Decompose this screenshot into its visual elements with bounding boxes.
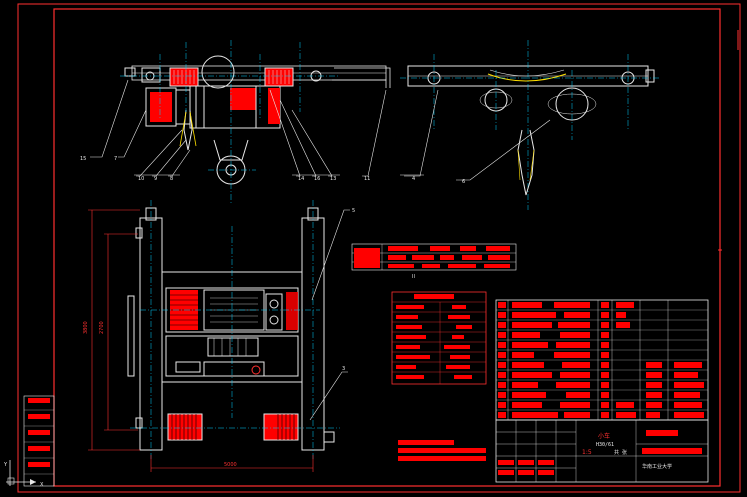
leader-label: 15: [80, 156, 86, 162]
leader-label: 11: [364, 176, 370, 182]
plan-view[interactable]: 3800 2700 5000 5 3: [83, 200, 355, 472]
dimension-inner-height: 2700: [99, 321, 105, 334]
title-block[interactable]: 小车 H30/61 1:5 共 张 华南工业大学: [495, 419, 709, 483]
sheet-count: 共 张: [614, 449, 627, 456]
drawing-code: H30/61: [596, 442, 614, 448]
leader-label: 13: [330, 176, 336, 182]
parts-list-table[interactable]: [495, 299, 709, 421]
leader-label: 9: [154, 176, 157, 182]
parameter-table[interactable]: [391, 291, 487, 385]
technical-spec-strip[interactable]: II: [351, 243, 517, 280]
drawing-frame: [17, 3, 741, 493]
dimension-bottom-width: 5000: [224, 462, 237, 468]
ucs-axis-icon: X Y: [3, 460, 44, 488]
ucs-y-label: Y: [3, 462, 8, 468]
leader-label: 4: [412, 176, 415, 182]
ucs-x-label: X: [40, 482, 44, 488]
leader-label: 5: [352, 208, 355, 214]
end-elevation-view[interactable]: 4 6: [400, 40, 660, 210]
leader-label: 3: [342, 366, 345, 372]
leader-label: 8: [170, 176, 173, 182]
leader-label: 14: [298, 176, 304, 182]
side-elevation-view[interactable]: 15 7 10 9 8 14 16 13 11: [80, 40, 391, 205]
revision-block[interactable]: [23, 395, 55, 487]
section-label: II: [412, 274, 415, 280]
notes-block[interactable]: [398, 440, 486, 461]
leader-label: 7: [114, 156, 117, 162]
leader-label: 10: [138, 176, 144, 182]
leader-label: 6: [462, 179, 465, 185]
scale-value: 1:5: [582, 449, 592, 456]
dimension-outer-height: 3800: [83, 321, 89, 334]
leader-label: 16: [314, 176, 320, 182]
product-name: 小车: [598, 432, 610, 440]
institution-note: 华南工业大学: [642, 463, 672, 470]
